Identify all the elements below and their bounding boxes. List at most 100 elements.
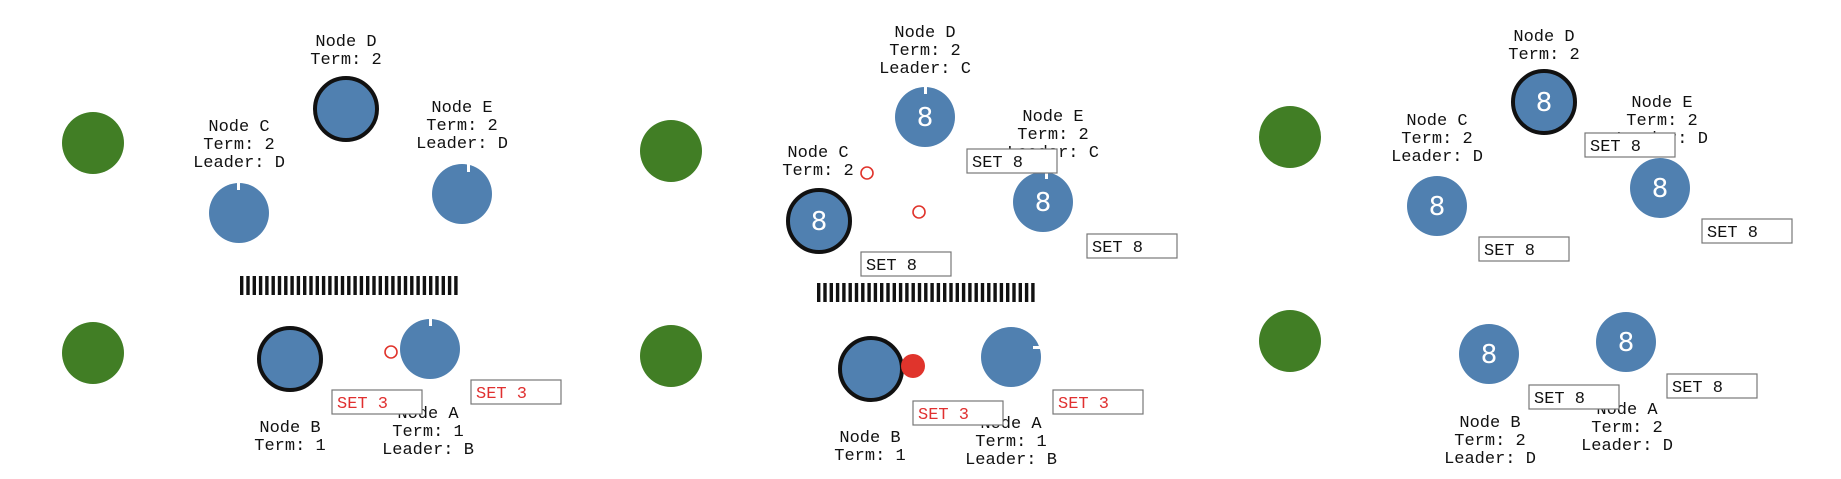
message-box: SET 3 bbox=[912, 400, 1004, 426]
node-e: Node E Term: 2 Leader: D bbox=[416, 99, 508, 224]
node-circle bbox=[838, 336, 904, 402]
node-label-line: Term: 2 bbox=[310, 51, 381, 70]
node-b: Node B Term: 1 bbox=[254, 326, 326, 456]
partition-stripe bbox=[911, 283, 915, 302]
node-label-line: Leader: B bbox=[382, 441, 474, 460]
partition-stripe bbox=[961, 283, 966, 302]
node-label-line: Node C bbox=[208, 118, 269, 137]
partition-stripe bbox=[328, 276, 332, 295]
node-label-line: Term: 2 bbox=[426, 117, 497, 136]
partition-stripe bbox=[1031, 283, 1035, 302]
partition-stripe bbox=[303, 276, 307, 295]
partition-stripe bbox=[340, 276, 345, 295]
partition-stripe bbox=[974, 283, 978, 302]
client-circle bbox=[1259, 106, 1321, 168]
message-text: SET 8 bbox=[1092, 239, 1143, 258]
partition-stripe bbox=[854, 283, 859, 302]
node-value: 8 bbox=[1536, 88, 1553, 118]
node-value: 8 bbox=[811, 207, 828, 237]
message-box: SET 3 bbox=[470, 379, 562, 405]
partition-stripe bbox=[384, 276, 389, 295]
client-circle bbox=[62, 112, 124, 174]
partition-stripe bbox=[284, 276, 288, 295]
node-circle bbox=[1459, 324, 1519, 384]
message-box: SET 8 bbox=[966, 148, 1058, 174]
partition-stripe bbox=[999, 283, 1004, 302]
partition-stripe bbox=[936, 283, 941, 302]
node-value: 8 bbox=[1652, 174, 1669, 204]
message-text: SET 8 bbox=[1672, 379, 1723, 398]
partition-stripe bbox=[372, 276, 376, 295]
partition-stripe bbox=[271, 276, 275, 295]
node-circle bbox=[400, 319, 460, 379]
node-label-line: Term: 2 bbox=[1017, 126, 1088, 145]
partition-stripe bbox=[823, 283, 827, 302]
partition-stripe bbox=[829, 283, 833, 302]
message-text: SET 8 bbox=[866, 257, 917, 276]
partition-stripe bbox=[315, 276, 319, 295]
node-label-line: Term: 2 bbox=[1626, 112, 1697, 131]
message-dot bbox=[384, 345, 398, 359]
message-text: SET 3 bbox=[476, 385, 527, 404]
node-d: Node D Term: 2 bbox=[310, 33, 382, 142]
node-circle bbox=[432, 164, 492, 224]
node-c: 8 Node C Term: 2 Leader: D bbox=[1391, 112, 1483, 236]
partition-stripe bbox=[454, 276, 458, 295]
partition-stripe bbox=[1024, 283, 1029, 302]
partition-stripe bbox=[347, 276, 351, 295]
partition-stripe bbox=[353, 276, 357, 295]
node-label-line: Leader: D bbox=[416, 135, 508, 154]
partition-stripe bbox=[258, 276, 263, 295]
node-circle bbox=[257, 326, 323, 392]
message-box: SET 8 bbox=[1528, 384, 1620, 410]
partition-stripe bbox=[880, 283, 884, 302]
panel-2: 8 Node D Term: 2 Leader: C 8 Node C Term… bbox=[640, 24, 1178, 470]
message-text: SET 8 bbox=[972, 154, 1023, 173]
node-c: Node C Term: 2 Leader: D bbox=[193, 118, 285, 243]
message-box: SET 8 bbox=[1086, 233, 1178, 259]
message-text: SET 3 bbox=[918, 406, 969, 425]
partition-stripe bbox=[334, 276, 338, 295]
partition-stripe bbox=[924, 283, 928, 302]
partition-stripe bbox=[987, 283, 991, 302]
partition-stripe bbox=[252, 276, 256, 295]
message-text: SET 8 bbox=[1590, 138, 1641, 157]
partition-stripe bbox=[861, 283, 865, 302]
node-label-line: Node D bbox=[315, 33, 376, 52]
notch bbox=[429, 318, 432, 326]
node-circle bbox=[1630, 158, 1690, 218]
node-label-line: Term: 2 bbox=[782, 162, 853, 181]
node-label-line: Leader: D bbox=[1391, 148, 1483, 167]
node-label-line: Term: 1 bbox=[392, 423, 463, 442]
message-text: SET 8 bbox=[1534, 390, 1585, 409]
partition-stripe bbox=[1012, 283, 1016, 302]
node-circle bbox=[1013, 172, 1073, 232]
node-label-line: Leader: B bbox=[965, 451, 1057, 470]
node-label-line: Leader: D bbox=[1581, 437, 1673, 456]
node-c: 8 Node C Term: 2 bbox=[782, 144, 854, 254]
client-circle bbox=[62, 322, 124, 384]
node-circle bbox=[786, 188, 852, 254]
partition-stripe bbox=[429, 276, 433, 295]
partition-stripe bbox=[441, 276, 445, 295]
partition-stripe bbox=[240, 276, 244, 295]
partition-stripe bbox=[1006, 283, 1010, 302]
node-value: 8 bbox=[917, 103, 934, 133]
node-label-line: Leader: C bbox=[879, 60, 971, 79]
partition-stripe bbox=[943, 283, 947, 302]
message-box: SET 3 bbox=[1052, 389, 1144, 415]
message-dot bbox=[860, 166, 874, 180]
node-label-line: Term: 2 bbox=[1591, 419, 1662, 438]
partition-stripe bbox=[265, 276, 269, 295]
partition-stripe bbox=[993, 283, 997, 302]
partition-stripe bbox=[892, 283, 896, 302]
node-circle bbox=[1407, 176, 1467, 236]
notch bbox=[924, 86, 927, 94]
node-label-line: Term: 2 bbox=[889, 42, 960, 61]
partition-stripe bbox=[309, 276, 313, 295]
node-label-line: Leader: D bbox=[1444, 450, 1536, 469]
node-label-line: Term: 2 bbox=[1401, 130, 1472, 149]
node-label-line: Node E bbox=[1631, 94, 1692, 113]
partition-stripe bbox=[980, 283, 985, 302]
message-dot bbox=[912, 205, 926, 219]
